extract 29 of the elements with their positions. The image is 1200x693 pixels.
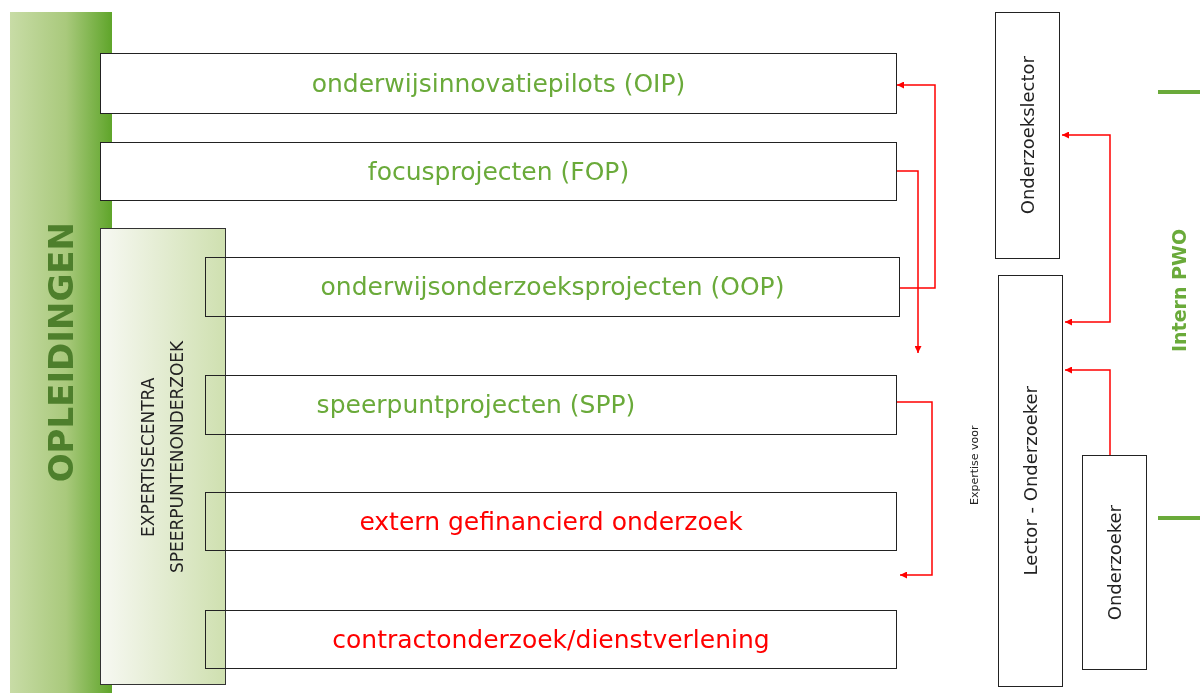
project-box bbox=[205, 492, 897, 551]
box-label: Onderzoeker bbox=[1103, 504, 1126, 621]
box-label: contractonderzoek/dienstverlening bbox=[332, 624, 770, 655]
box-label: speerpuntprojecten (SPP) bbox=[316, 390, 636, 420]
arrow bbox=[896, 170, 922, 354]
project-box bbox=[205, 375, 897, 435]
arrow bbox=[896, 81, 936, 289]
role-box bbox=[998, 275, 1063, 687]
box-label: Onderzoekslector bbox=[1016, 56, 1039, 215]
arrow bbox=[1064, 366, 1111, 456]
arrow bbox=[896, 401, 933, 579]
side-note: Expertise voor bbox=[968, 424, 981, 507]
box-label: focusprojecten (FOP) bbox=[367, 156, 630, 187]
box-label: onderwijsonderzoeksprojecten (OOP) bbox=[320, 272, 785, 302]
project-box bbox=[100, 142, 897, 201]
role-box bbox=[1082, 455, 1147, 670]
arrow bbox=[1061, 131, 1111, 326]
box-label: EXPERTISECENTRA SPEERPUNTENONDERZOEK bbox=[137, 339, 188, 575]
box-label: Lector - Onderzoeker bbox=[1019, 386, 1042, 576]
project-box bbox=[205, 257, 900, 317]
band-title: OPLEIDINGEN bbox=[40, 222, 82, 483]
section-label: Intern PWO bbox=[1168, 227, 1190, 354]
box-label: onderwijsinnovatiepilots (OIP) bbox=[311, 68, 686, 99]
project-box bbox=[100, 53, 897, 114]
box-label: extern gefinancierd onderzoek bbox=[359, 506, 743, 537]
category-band bbox=[10, 12, 112, 693]
project-box bbox=[205, 610, 897, 669]
role-box bbox=[995, 12, 1060, 259]
centre-box bbox=[100, 228, 226, 685]
